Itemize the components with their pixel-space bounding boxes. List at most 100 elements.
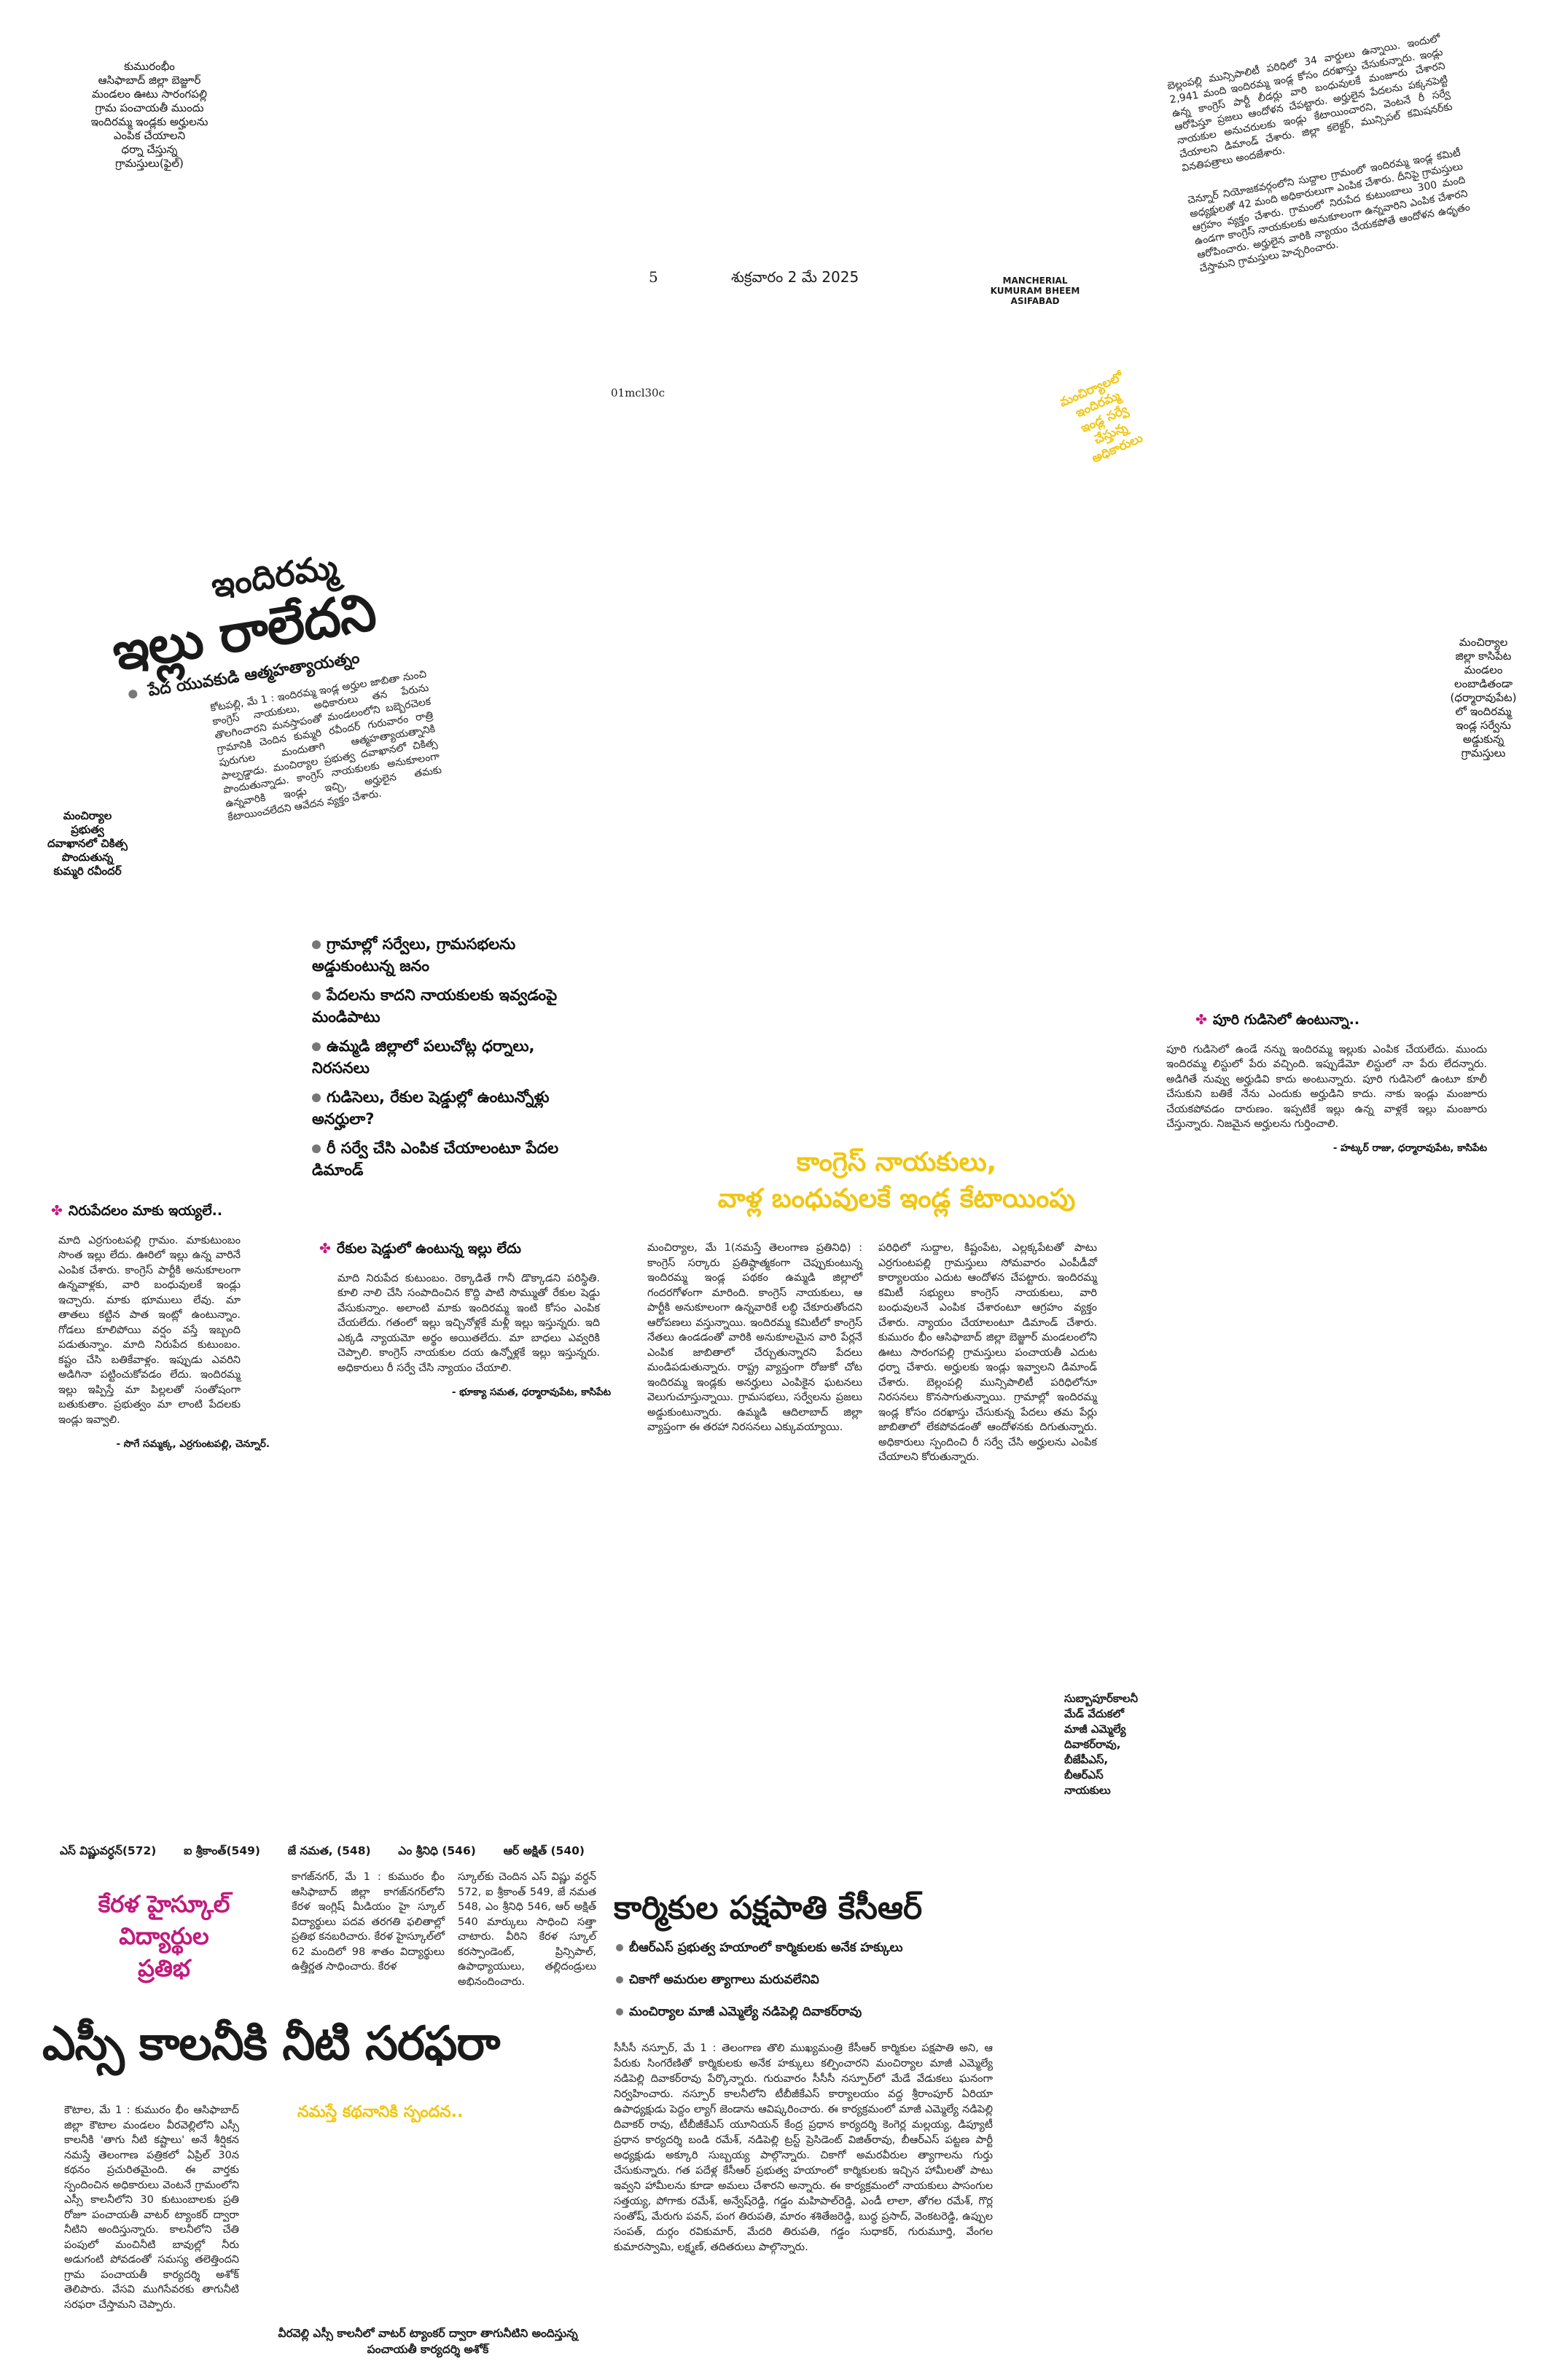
caption-line: జిల్లా కాసిపేట [1455, 649, 1512, 663]
lead-body: కోటపల్లి, మే 1 : ఇందిరమ్మ ఇండ్ల అర్హుల జ… [209, 668, 443, 824]
bullet-dot-icon [616, 2008, 623, 2016]
center-headline-line-1: కాంగ్రెస్ నాయకులు, [796, 1147, 997, 1177]
kcr-bullet: చికాగో అమరుల త్యాగాలు మరువలేనివి [616, 1971, 1082, 1989]
kcr-story-body: సీసీసీ నస్పూర్, మే 1 : తెలంగాణ తొలి ముఖ్… [614, 2042, 993, 2253]
caption-line: దవాఖానలో చికిత్స [47, 837, 128, 850]
topper-name: ఎస్ విష్ణువర్ధన్(572) [60, 1844, 157, 1857]
caption-line: (ధర్మారావుపేట) [1450, 691, 1517, 704]
key-point: ఉమ్మడి జిల్లాలో పలుచోట్ల ధర్నాలు, నిరసనల… [312, 1035, 589, 1079]
kerala-kicker-line: ప్రతిభ [138, 1954, 190, 1982]
topper-name: జే నమత, (548) [287, 1844, 371, 1857]
caption-line: బీజేపీఎస్, [1064, 1753, 1109, 1766]
caption-line: ఇందిరమ్మ ఇండ్లకు అర్హులను [90, 115, 208, 128]
caption-line: బీఆర్ఎస్ [1064, 1768, 1104, 1782]
kcr-bullet-text: బీఆర్ఎస్ ప్రభుత్వ హయాంలో కార్మికులకు అనే… [629, 1940, 903, 1955]
caption-line: పొందుతున్న [61, 851, 114, 864]
topper-name: ఎం శ్రీనిధి (546) [398, 1844, 476, 1857]
photo-caption-dharna: కుమురంభీం ఆసిఫాబాద్ జిల్లా బెజ్జూర్ మండల… [66, 60, 233, 171]
center-headline: కాంగ్రెస్ నాయకులు, వాళ్ల బంధువులకే ఇండ్ల… [671, 1144, 1123, 1217]
kcr-headline: కార్మికుల పక్షపాతి కేసీఆర్ [614, 1889, 923, 1927]
star-icon: ✤ [51, 1203, 63, 1219]
caption-line: మంచిర్యాల [1459, 636, 1508, 649]
topper-name: ఆర్ అక్షిత్ (540) [503, 1844, 585, 1857]
caption-line: గ్రామ పంచాయతీ ముందు [95, 101, 204, 114]
key-point: గ్రామాల్లో సర్వేలు, గ్రామసభలను అడ్డుకుంట… [312, 933, 589, 977]
key-points-list: గ్రామాల్లో సర్వేలు, గ్రామసభలను అడ్డుకుంట… [312, 933, 589, 1181]
testimonial-left-signature: - సొగే సమ్మక్క, ఎర్రగుంటపల్లి, చెన్నూర్. [116, 1437, 270, 1450]
caption-line: కుమురంభీం [124, 60, 175, 73]
caption-line: దివాకర్‌రావు, [1064, 1738, 1121, 1751]
edition-label: MANCHERIAL KUMURAM BHEEM ASIFABAD [980, 276, 1090, 306]
caption-line: మండలం ఊటు సారంగపల్లి [92, 87, 207, 101]
kcr-bullets: బీఆర్ఎస్ ప్రభుత్వ హయాంలో కార్మికులకు అనే… [616, 1939, 1082, 2021]
sc-photo-caption-line: పంచాయతీ కార్యదర్శి అశోక్ [367, 2343, 489, 2356]
caption-line: మాజీ ఎమ్మెల్యే [1064, 1722, 1126, 1736]
kerala-kicker-line: కేరళ హైస్కూల్ [98, 1890, 230, 1918]
caption-line: గ్రామస్తులు(ఫైల్) [115, 157, 184, 170]
testimonial-mid-body: మాది నిరుపేద కుటుంబం. రెక్కాడితే గానీ డొ… [337, 1272, 600, 1374]
edition-line: MANCHERIAL [1002, 276, 1068, 286]
kerala-story-col-1: కాగజ్‌నగర్, మే 1 : కుమురం భీం ఆసిఫాబాద్ … [292, 1871, 445, 1973]
caption-line: మేడ్ వేదుకలో [1064, 1707, 1124, 1720]
sc-headline: ఎస్సీ కాలనీకి నీటి సరఫరా [42, 2017, 500, 2071]
key-point: రీ సర్వే చేసి ఎంపిక చేయాలంటూ పేదల డిమాండ… [312, 1137, 589, 1181]
testimonial-right-title: ✤ పూరి గుడిసెలో ఉంటున్నా.. [1195, 1012, 1487, 1031]
center-story-col-1: మంచిర్యాల, మే 1(నమస్తే తెలంగాణ ప్రతినిధి… [647, 1242, 862, 1433]
caption-line: నాయకులు [1064, 1784, 1111, 1797]
caption-line: మంచిర్యాల [63, 809, 112, 822]
star-icon: ✤ [319, 1241, 331, 1257]
kcr-bullet-text: చికాగో అమరుల త్యాగాలు మరువలేనివి [629, 1973, 819, 1987]
caption-line: ఇండ్ల సర్వేను [1456, 719, 1511, 732]
bullet-dot-icon [128, 689, 138, 700]
caption-line: లో ఇందిరమ్మ [1455, 705, 1512, 718]
center-headline-line-2: వాళ్ల బంధువులకే ఇండ్ల కేటాయింపు [717, 1184, 1076, 1214]
caption-line: ఎంపిక చేయాలని [113, 129, 186, 142]
kcr-bullet: బీఆర్ఎస్ ప్రభుత్వ హయాంలో కార్మికులకు అనే… [616, 1939, 1082, 1956]
testimonial-right-signature: - హట్కర్ రాజు, ధర్మారావుపేట, కాసిపేట [1332, 1142, 1487, 1154]
sc-tagline: నమస్తే కథనానికి స్పందన.. [297, 2103, 464, 2121]
caption-line: మండలం [1464, 663, 1503, 676]
photo-caption-hospital: మంచిర్యాల ప్రభుత్వ దవాఖానలో చికిత్స పొంద… [36, 809, 138, 878]
key-point: పేదలను కాదని నాయకులకు ఇవ్వడంపై మండిపాటు [312, 984, 589, 1028]
key-point: గుడిసెలు, రేకుల షెడ్డుల్లో ఉంటున్నోళ్లు … [312, 1086, 589, 1130]
right-story: బెల్లంపల్లి మున్సిపాలిటీ పరిధిలో 34 వార్… [1166, 32, 1474, 276]
kcr-bullet-text: మంచిర్యాల మాజీ ఎమ్మెల్యే నడిపెల్లి దివాక… [629, 2005, 862, 2019]
kerala-story-col-2: స్కూల్‌కు చెందిన ఎస్ విష్ణు వర్ధన్ 572, … [458, 1871, 596, 1988]
page-number: 5 [649, 268, 658, 286]
lead-story: ఇందిరమ్మ ఇల్లు రాలేదని పేద యువకుడి ఆత్మహ… [102, 534, 452, 839]
photo-caption-mayday: సుబ్బాపూర్‌కాలనీ మేడ్ వేదుకలో మాజీ ఎమ్మె… [1064, 1691, 1166, 1798]
toppers-row: ఎస్ విష్ణువర్ధన్(572) ఐ శ్రీకాంత్(549) జ… [60, 1844, 585, 1860]
testimonial-mid-title-text: రేకుల షెడ్డులో ఉంటున్న ఇల్లు లేదు [336, 1241, 521, 1257]
caption-line: లంబాడితండా [1454, 677, 1513, 690]
testimonial-mid: ✤ రేకుల షెడ్డులో ఉంటున్న ఇల్లు లేదు మాది … [319, 1241, 611, 1400]
sc-photo-caption: వీరవెల్లి ఎస్సీ కాలనీలో వాటర్ ట్యాంకర్ ద… [257, 2325, 599, 2357]
testimonial-left-body: మాది ఎర్రగుంటపల్లి గ్రామం. మాకుటుంబం సొం… [58, 1234, 241, 1426]
sc-story-body: కౌటాల, మే 1 : కుమురం భీం ఆసిఫాబాద్ జిల్ల… [64, 2104, 239, 2311]
page-date: శుక్రవారం 2 మే 2025 [731, 268, 859, 286]
kerala-kicker-line: విద్యార్థుల [119, 1922, 209, 1950]
caption-line: కుమ్మరి రవీందర్ [53, 865, 122, 878]
testimonial-right: ✤ పూరి గుడిసెలో ఉంటున్నా.. పూరి గుడిసెలో … [1166, 1012, 1487, 1156]
testimonial-right-title-text: పూరి గుడిసెలో ఉంటున్నా.. [1212, 1012, 1360, 1028]
testimonial-left-title: ✤నిరుపేదలం మాకు ఇయ్యలే.. [51, 1203, 270, 1222]
topper-name: ఐ శ్రీకాంత్(549) [184, 1844, 260, 1857]
caption-line: అడ్డుకున్న [1462, 733, 1505, 746]
caption-line: ధర్నా చేస్తున్న [121, 143, 178, 156]
testimonial-right-body: పూరి గుడిసెలో ఉండే నన్ను ఇందిరమ్మ ఇల్లుక… [1166, 1043, 1487, 1131]
center-story-col-2: పరిధిలో సుద్దాల, కిష్టంపేట, ఎల్లక్కపేటతో… [878, 1242, 1097, 1463]
testimonial-left: ✤నిరుపేదలం మాకు ఇయ్యలే.. మాది ఎర్రగుంటపల… [51, 1203, 270, 1452]
photo-caption-survey-blocked: మంచిర్యాల జిల్లా కాసిపేట మండలం లంబాడితండ… [1429, 636, 1538, 760]
caption-line: ప్రభుత్వ [71, 823, 104, 836]
bullet-dot-icon [616, 1976, 623, 1983]
yellow-stamp-caption: మంచిర్యాలలో ఇందిరమ్మ ఇండ్ల సర్వే చేస్తున… [1038, 360, 1171, 478]
bullet-dot-icon [616, 1944, 623, 1951]
testimonial-mid-signature: - భూక్యా సమత, ధర్మారావుపేట, కాసిపేట [451, 1386, 611, 1398]
star-icon: ✤ [1195, 1012, 1207, 1028]
page-code: 01mcl30c [611, 386, 665, 399]
sc-photo-caption-line: వీరవెల్లి ఎస్సీ కాలనీలో వాటర్ ట్యాంకర్ ద… [278, 2327, 578, 2340]
kcr-bullet: మంచిర్యాల మాజీ ఎమ్మెల్యే నడిపెల్లి దివాక… [616, 2003, 1082, 2021]
testimonial-mid-title: ✤ రేకుల షెడ్డులో ఉంటున్న ఇల్లు లేదు [319, 1241, 611, 1260]
edition-line: ASIFABAD [1010, 296, 1060, 306]
edition-line: KUMURAM BHEEM [990, 286, 1080, 296]
caption-line: ఆసిఫాబాద్ జిల్లా బెజ్జూర్ [98, 74, 201, 87]
